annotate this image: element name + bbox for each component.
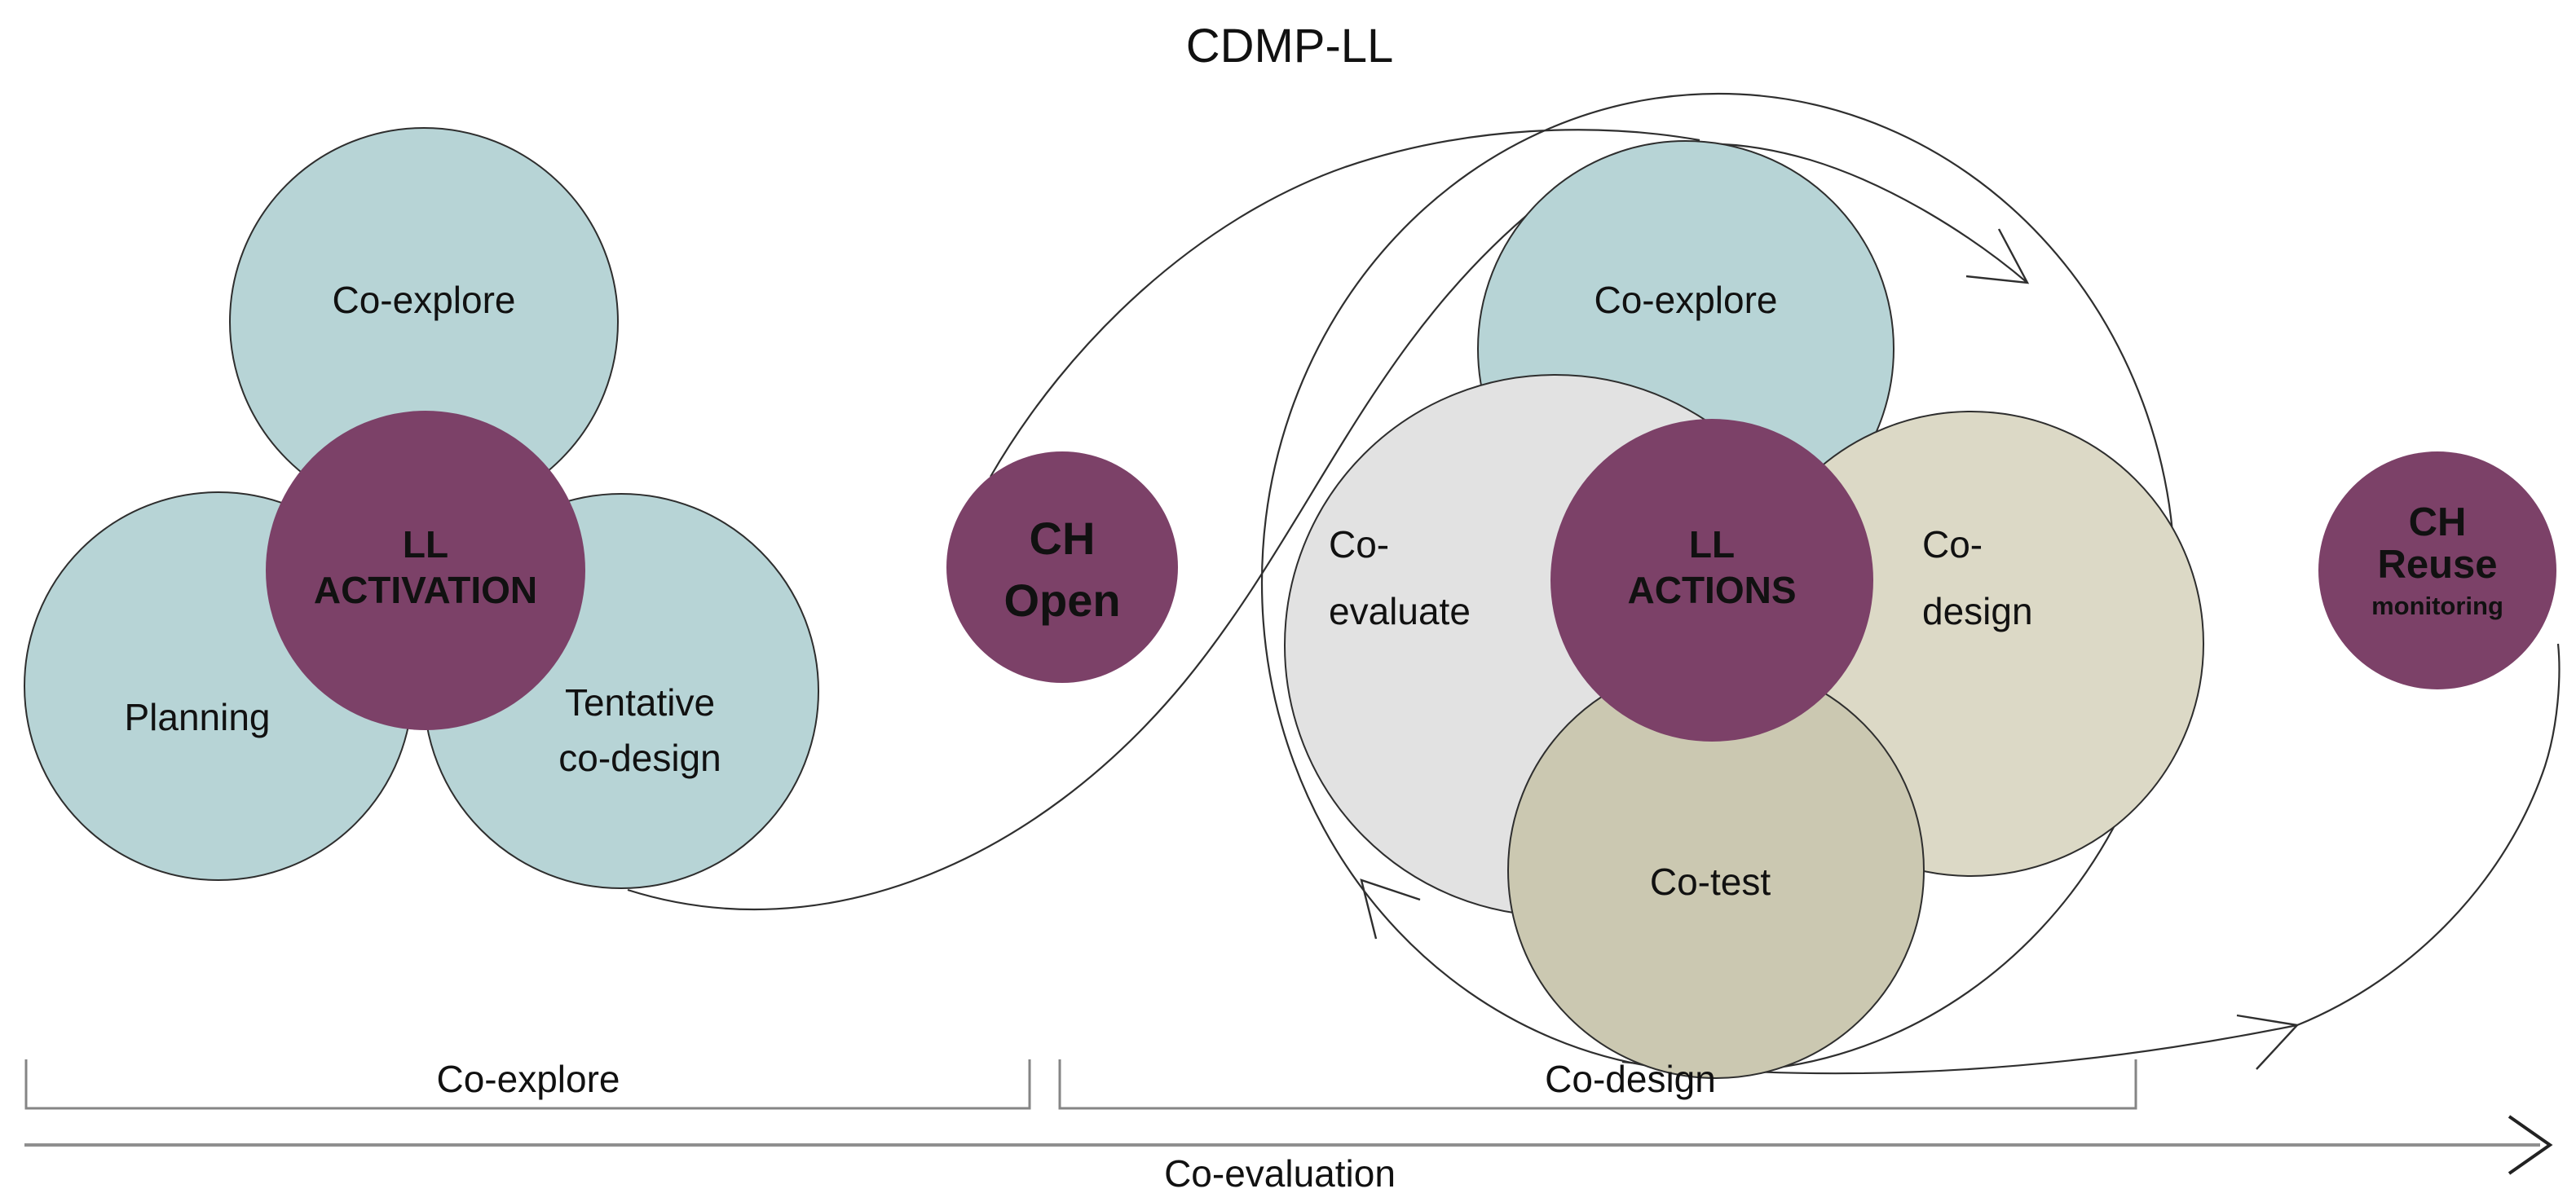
- co-evaluation-arrowhead: [2508, 1115, 2553, 1175]
- diagram-title: CDMP-LL: [1186, 20, 1394, 73]
- ch-reuse-label-line1: CH: [2409, 500, 2467, 544]
- ch-open-label-line2: Open: [1003, 575, 1120, 626]
- arrow-left-cluster-to-ll-actions: [627, 143, 2028, 911]
- co-evaluate-label-line2: evaluate: [1329, 590, 1471, 632]
- ll-actions-hub-circle: [1550, 419, 1873, 742]
- tentative-label-line1: Tentative: [565, 681, 715, 724]
- arrow-ll-actions-to-ch-reuse: [1621, 643, 2561, 1075]
- ll-actions-label-line2: ACTIONS: [1628, 569, 1797, 611]
- ch-open-node: CH Open: [946, 451, 1178, 683]
- co-evaluation-label: Co-evaluation: [1164, 1152, 1396, 1195]
- ll-actions-label-line1: LL: [1689, 523, 1735, 566]
- left-cluster: Co-explore Planning Tentative co-design …: [24, 127, 819, 889]
- ch-reuse-node: CH Reuse monitoring: [2318, 451, 2556, 689]
- co-explore-phase-bracket: [24, 1059, 1031, 1110]
- co-test-label: Co-test: [1650, 861, 1771, 903]
- arrowhead-to-ch-reuse: [2236, 1014, 2300, 1070]
- arrowhead-loop-bottom-left: [1360, 878, 1421, 940]
- ch-reuse-circle: [2318, 451, 2556, 689]
- ch-open-label-line1: CH: [1030, 513, 1096, 564]
- ch-reuse-label-line3: monitoring: [2371, 592, 2503, 620]
- co-design-phase-label: Co-design: [1545, 1058, 1716, 1100]
- ll-activation-label-line1: LL: [403, 523, 448, 566]
- ll-activation-hub-circle: [266, 411, 585, 730]
- co-evaluate-label-line1: Co-: [1329, 523, 1389, 566]
- ll-activation-label-line2: ACTIVATION: [314, 569, 537, 611]
- ch-reuse-label-line2: Reuse: [2377, 543, 2497, 587]
- link-ch-open-to-loop: [990, 129, 1700, 478]
- co-design-phase-bracket: [1058, 1059, 2137, 1110]
- arrowhead-top-right: [1965, 228, 2030, 284]
- tentative-label-line2: co-design: [558, 737, 721, 779]
- ch-open-circle: [946, 451, 1178, 683]
- left-co-explore-label: Co-explore: [333, 279, 516, 321]
- timeline: Co-explore Co-design Co-evaluation: [24, 1058, 2553, 1195]
- co-explore-phase-label: Co-explore: [437, 1058, 620, 1100]
- right-co-explore-label: Co-explore: [1595, 279, 1778, 321]
- right-cluster: Co-explore Co- evaluate Co- design Co-te…: [1284, 140, 2204, 1079]
- co-design-label-line1: Co-: [1922, 523, 1983, 566]
- co-design-label-line2: design: [1922, 590, 2033, 632]
- planning-label: Planning: [124, 696, 270, 738]
